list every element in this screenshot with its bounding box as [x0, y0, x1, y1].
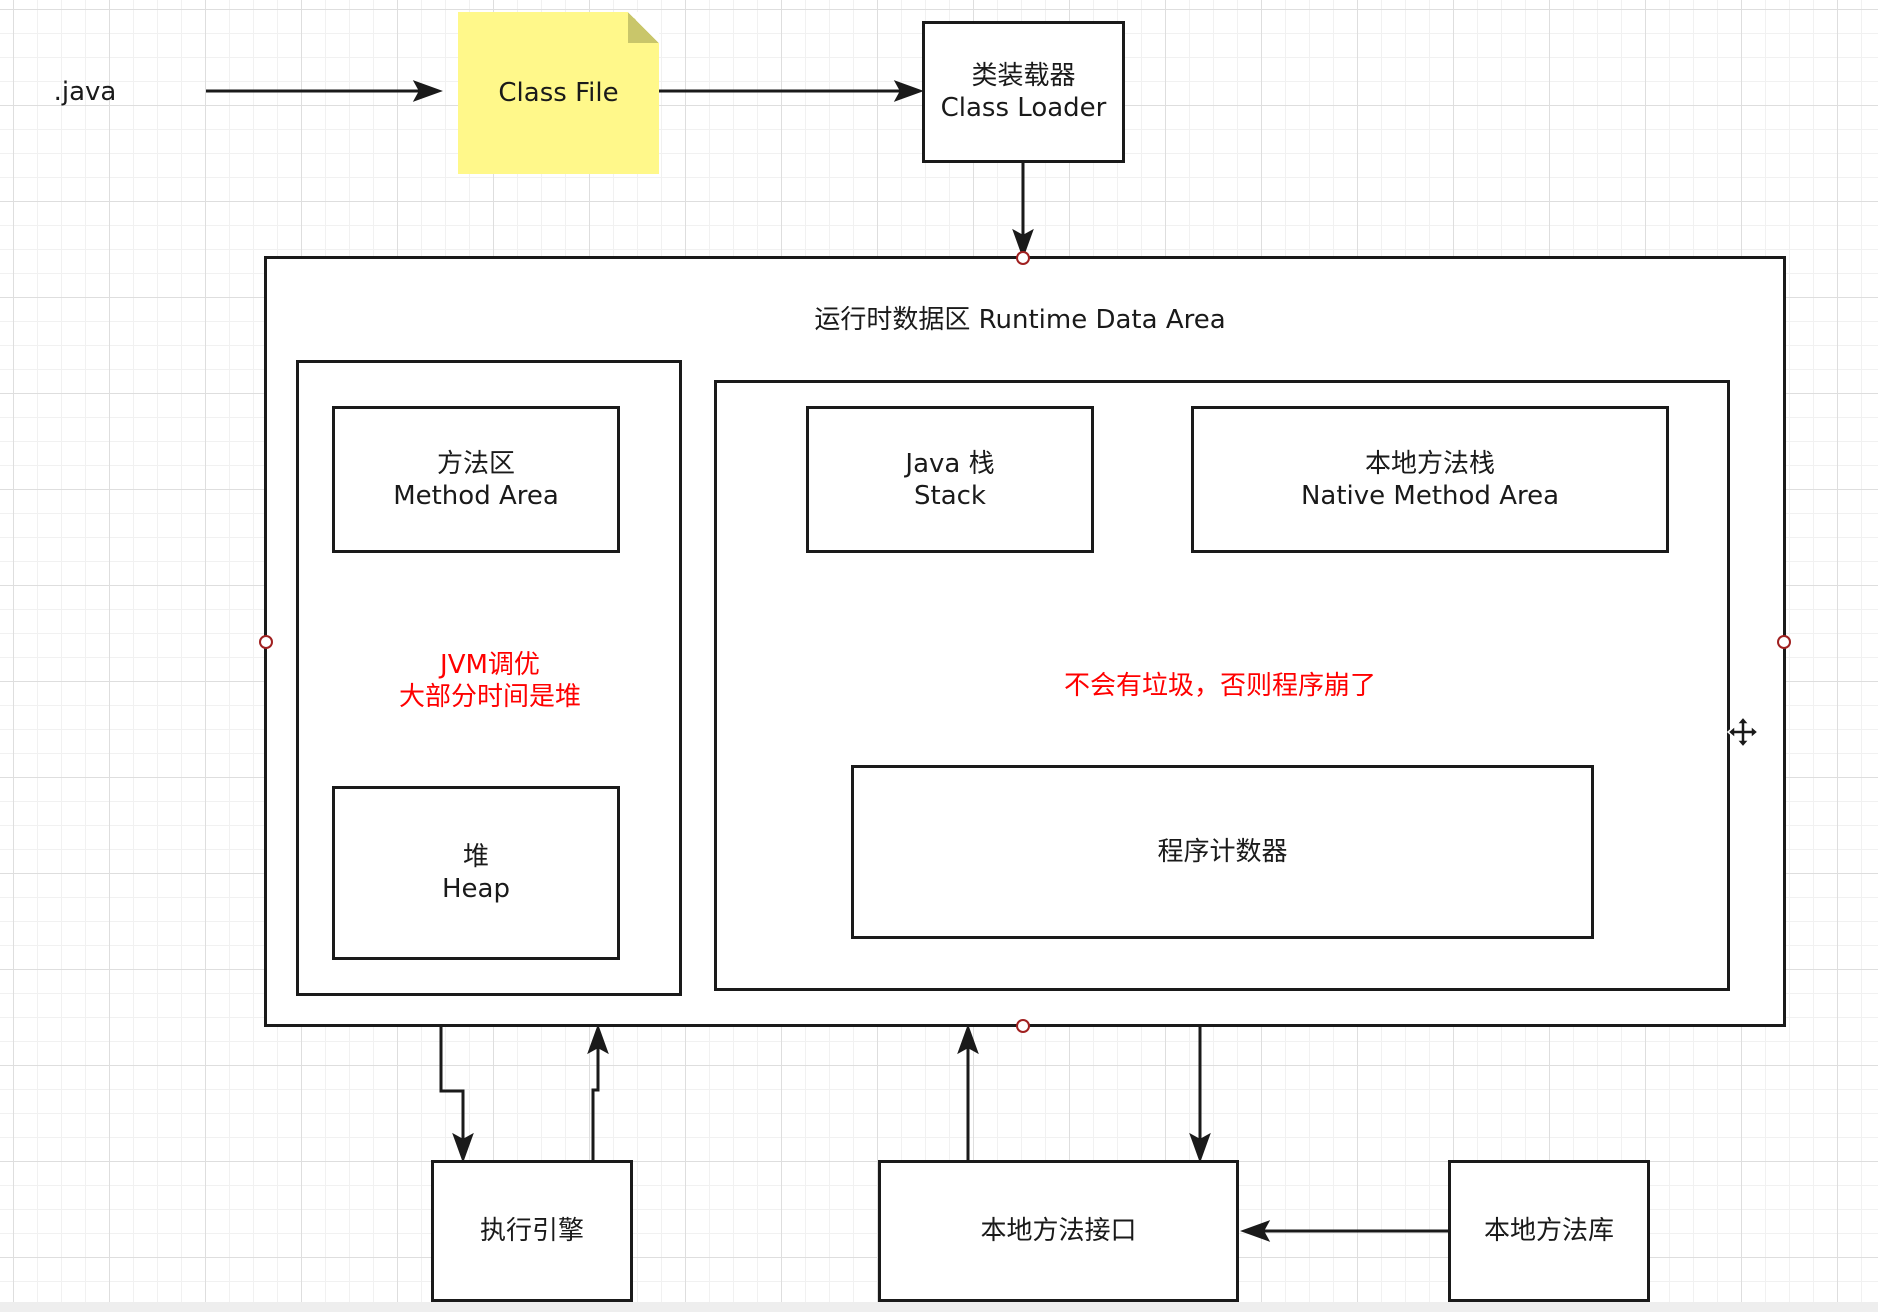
jvm-tuning-note: JVM调优 大部分时间是堆	[398, 650, 581, 712]
canvas-bottom-edge	[0, 1302, 1878, 1312]
class-loader-label: 类装载器 Class Loader	[940, 61, 1107, 123]
native-library-box[interactable]	[1448, 1160, 1650, 1302]
arrowhead-classfile	[412, 80, 443, 102]
heap-label: 堆 Heap	[442, 842, 510, 904]
arrow-engine-to-runtime	[591, 1034, 600, 1160]
program-counter-label: 程序计数器	[1157, 837, 1288, 867]
native-interface-box[interactable]	[878, 1160, 1239, 1302]
java-stack-label: Java 栈 Stack	[905, 448, 995, 511]
no-garbage-note: 不会有垃圾，否则程序崩了	[1063, 671, 1376, 701]
handle-left	[259, 635, 273, 649]
arrowhead-engine	[452, 1132, 474, 1163]
native-method-stack-label: 本地方法栈 Native Method Area	[1300, 448, 1560, 511]
native-interface-label: 本地方法接口	[980, 1216, 1137, 1246]
native-library-label: 本地方法库	[1483, 1216, 1614, 1246]
class-file-note[interactable]	[458, 12, 659, 174]
method-area-label: 方法区 Method Area	[393, 448, 559, 511]
java-source-label: .java	[53, 77, 117, 107]
arrow-runtime-to-engine	[439, 1027, 465, 1152]
arrowhead-interface-left	[1240, 1220, 1271, 1242]
note-fold-corner	[628, 12, 659, 43]
class-loader-box[interactable]	[922, 21, 1125, 163]
arrowhead-interface-down	[1189, 1132, 1211, 1163]
arrowhead-runtime-from-engine	[587, 1024, 609, 1055]
arrowhead-runtime-from-interface	[957, 1024, 979, 1055]
native-method-stack-box[interactable]	[1191, 406, 1669, 553]
handle-right	[1777, 635, 1791, 649]
java-stack-box[interactable]	[806, 406, 1094, 553]
method-area-box[interactable]	[332, 406, 620, 553]
handle-top	[1016, 251, 1030, 265]
heap-box[interactable]	[332, 786, 620, 960]
handle-bottom	[1016, 1019, 1030, 1033]
program-counter-box[interactable]	[851, 765, 1594, 939]
move-cursor-icon	[1726, 715, 1760, 749]
runtime-data-area-title: 运行时数据区 Runtime Data Area	[814, 305, 1226, 335]
arrowhead-runtime-top	[1012, 228, 1034, 259]
arrowhead-loader	[893, 80, 924, 102]
class-file-label: Class File	[498, 78, 619, 108]
execution-engine-label: 执行引擎	[479, 1216, 584, 1246]
execution-engine-box[interactable]	[431, 1160, 633, 1302]
